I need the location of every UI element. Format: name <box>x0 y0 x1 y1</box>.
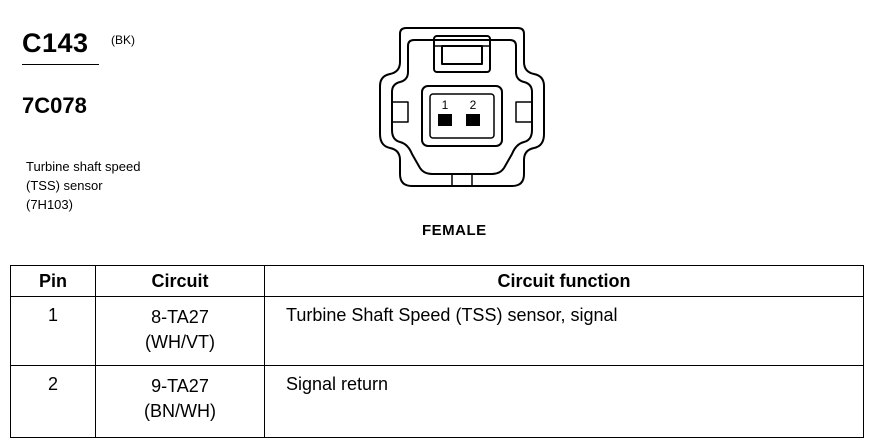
pin-1-terminal <box>438 114 452 126</box>
pin-1-label: 1 <box>442 98 449 112</box>
circuit-id: 9-TA27 <box>151 376 209 396</box>
connector-id: C143 <box>22 28 89 58</box>
column-header-circuit: Circuit <box>95 265 265 297</box>
column-header-pin: Pin <box>10 265 96 297</box>
circuit-cell: 8-TA27 (WH/VT) <box>95 296 265 366</box>
pin-table: Pin Circuit Circuit function 1 8-TA27 (W… <box>10 265 864 438</box>
connector-gender-label: FEMALE <box>422 222 487 239</box>
pin-cavity-block <box>421 85 503 147</box>
component-description-line: (TSS) sensor <box>26 178 103 193</box>
pin-2-terminal <box>466 114 480 126</box>
pin-2-label: 2 <box>470 98 477 112</box>
connector-outer-shell <box>379 27 545 187</box>
circuit-wire-color: (WH/VT) <box>145 332 215 352</box>
column-header-circuit-function: Circuit function <box>264 265 864 297</box>
locking-tab <box>433 35 491 73</box>
part-number: 7C078 <box>22 93 87 118</box>
circuit-wire-color: (BN/WH) <box>144 401 216 421</box>
connector-face-drawing: 1 2 <box>379 27 545 187</box>
table-header-row: Pin Circuit Circuit function <box>10 265 864 297</box>
circuit-function: Signal return <box>264 365 864 438</box>
connector-color-code: (BK) <box>111 33 135 47</box>
circuit-function: Turbine Shaft Speed (TSS) sensor, signal <box>264 296 864 366</box>
locking-tab-inner <box>441 45 483 65</box>
circuit-cell: 9-TA27 (BN/WH) <box>95 365 265 438</box>
connector-id-underline <box>22 64 99 65</box>
component-description-line: (7H103) <box>26 197 73 212</box>
circuit-id: 8-TA27 <box>151 307 209 327</box>
component-description-line: Turbine shaft speed <box>26 159 141 174</box>
pin-number: 1 <box>10 296 96 366</box>
table-row: 1 8-TA27 (WH/VT) Turbine Shaft Speed (TS… <box>10 296 864 366</box>
table-row: 2 9-TA27 (BN/WH) Signal return <box>10 365 864 438</box>
connector-inner-seal <box>391 39 533 175</box>
pin-number: 2 <box>10 365 96 438</box>
